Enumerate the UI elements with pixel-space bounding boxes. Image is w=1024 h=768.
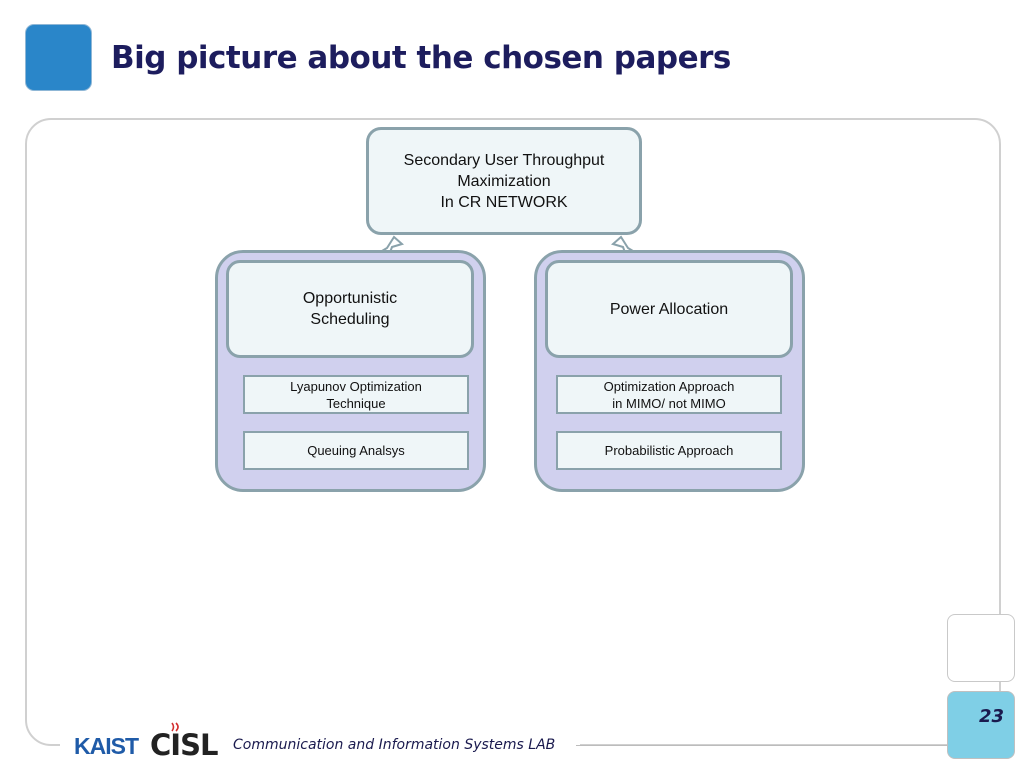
leaf-node-optimization: Optimization Approach in MIMO/ not MIMO (556, 375, 782, 414)
root-node: Secondary User Throughput Maximization I… (366, 127, 642, 235)
page-number: 23 (978, 706, 1004, 727)
branch-node-scheduling: Opportunistic Scheduling (226, 260, 474, 358)
signal-wave-icon (171, 722, 179, 732)
frame-gap (60, 738, 580, 754)
page-box-blank (947, 614, 1015, 682)
title-accent-square (25, 24, 92, 91)
leaf-node-probabilistic: Probabilistic Approach (556, 431, 782, 470)
leaf-node-lyapunov: Lyapunov Optimization Technique (243, 375, 469, 414)
slide-title: Big picture about the chosen papers (111, 40, 731, 76)
kaist-logo: KAIST (74, 733, 139, 759)
cisl-logo: CISL (150, 728, 218, 762)
footer-lab-name: Communication and Information Systems LA… (233, 737, 556, 753)
leaf-node-queuing: Queuing Analsys (243, 431, 469, 470)
page-number-box: 23 (947, 691, 1015, 759)
branch-node-power: Power Allocation (545, 260, 793, 358)
footer-divider (576, 745, 951, 746)
